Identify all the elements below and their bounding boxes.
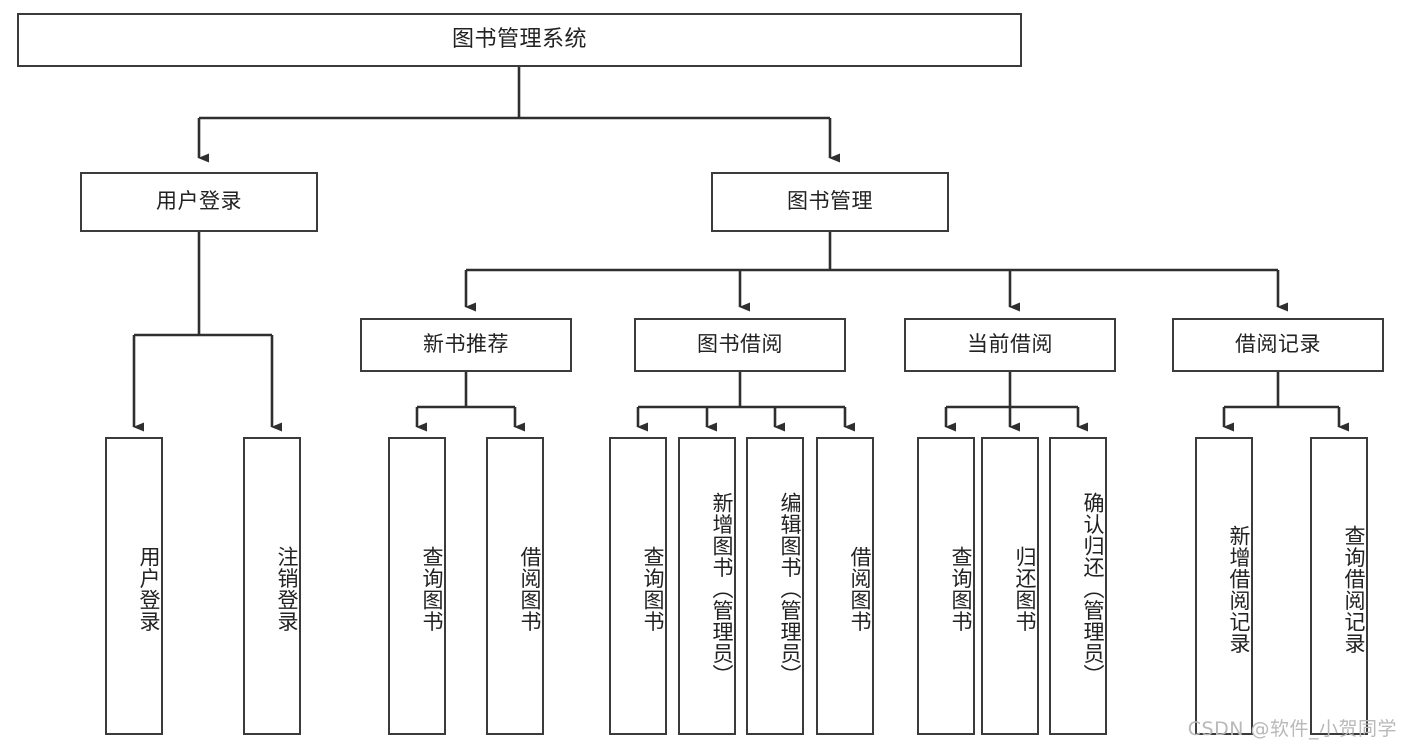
leaf-user-login-logout[interactable]: 注销登录: [243, 437, 301, 735]
node-book-borrow[interactable]: 图书借阅: [634, 318, 846, 372]
node-label: 借阅图书: [518, 546, 542, 632]
leaf-current-confirm-return-admin[interactable]: 确认归还（管理员）: [1049, 437, 1107, 735]
node-label: 查询图书: [420, 546, 444, 632]
node-label: 注销登录: [275, 546, 299, 632]
leaf-recommend-borrow-book[interactable]: 借阅图书: [486, 437, 544, 735]
node-label: 新增图书（管理员）: [710, 492, 734, 686]
node-label: 图书管理系统: [451, 26, 587, 52]
node-label: 借阅记录: [1235, 332, 1321, 357]
node-label: 借阅图书: [848, 546, 872, 632]
node-root-system[interactable]: 图书管理系统: [17, 13, 1022, 67]
node-label: 图书借阅: [697, 332, 783, 357]
leaf-record-query-record[interactable]: 查询借阅记录: [1310, 437, 1368, 735]
watermark: CSDN @软件_小贺同学: [1187, 718, 1397, 740]
leaf-current-query-book[interactable]: 查询图书: [917, 437, 975, 735]
node-label: 图书管理: [787, 189, 873, 214]
node-label: 用户登录: [156, 189, 242, 214]
node-label: 查询图书: [949, 546, 973, 632]
leaf-record-add-record[interactable]: 新增借阅记录: [1195, 437, 1253, 735]
leaf-borrow-add-book-admin[interactable]: 新增图书（管理员）: [678, 437, 736, 735]
node-book-management[interactable]: 图书管理: [711, 172, 949, 232]
node-label: 归还图书: [1013, 546, 1037, 632]
leaf-borrow-borrow-book[interactable]: 借阅图书: [816, 437, 874, 735]
node-new-book-recommend[interactable]: 新书推荐: [360, 318, 572, 372]
node-label: 查询借阅记录: [1342, 524, 1366, 654]
node-current-borrow[interactable]: 当前借阅: [904, 318, 1116, 372]
leaf-user-login-login[interactable]: 用户登录: [105, 437, 163, 735]
node-label: 编辑图书（管理员）: [778, 492, 802, 686]
node-label: 用户登录: [137, 546, 161, 632]
leaf-borrow-query-book[interactable]: 查询图书: [609, 437, 667, 735]
node-borrow-record[interactable]: 借阅记录: [1172, 318, 1384, 372]
node-label: 查询图书: [641, 546, 665, 632]
leaf-recommend-query-book[interactable]: 查询图书: [388, 437, 446, 735]
leaf-borrow-edit-book-admin[interactable]: 编辑图书（管理员）: [746, 437, 804, 735]
node-label: 新增借阅记录: [1227, 524, 1251, 654]
node-user-login[interactable]: 用户登录: [80, 172, 318, 232]
node-label: 确认归还（管理员）: [1081, 492, 1105, 686]
node-label: 新书推荐: [423, 332, 509, 357]
node-label: 当前借阅: [967, 332, 1053, 357]
leaf-current-return-book[interactable]: 归还图书: [981, 437, 1039, 735]
